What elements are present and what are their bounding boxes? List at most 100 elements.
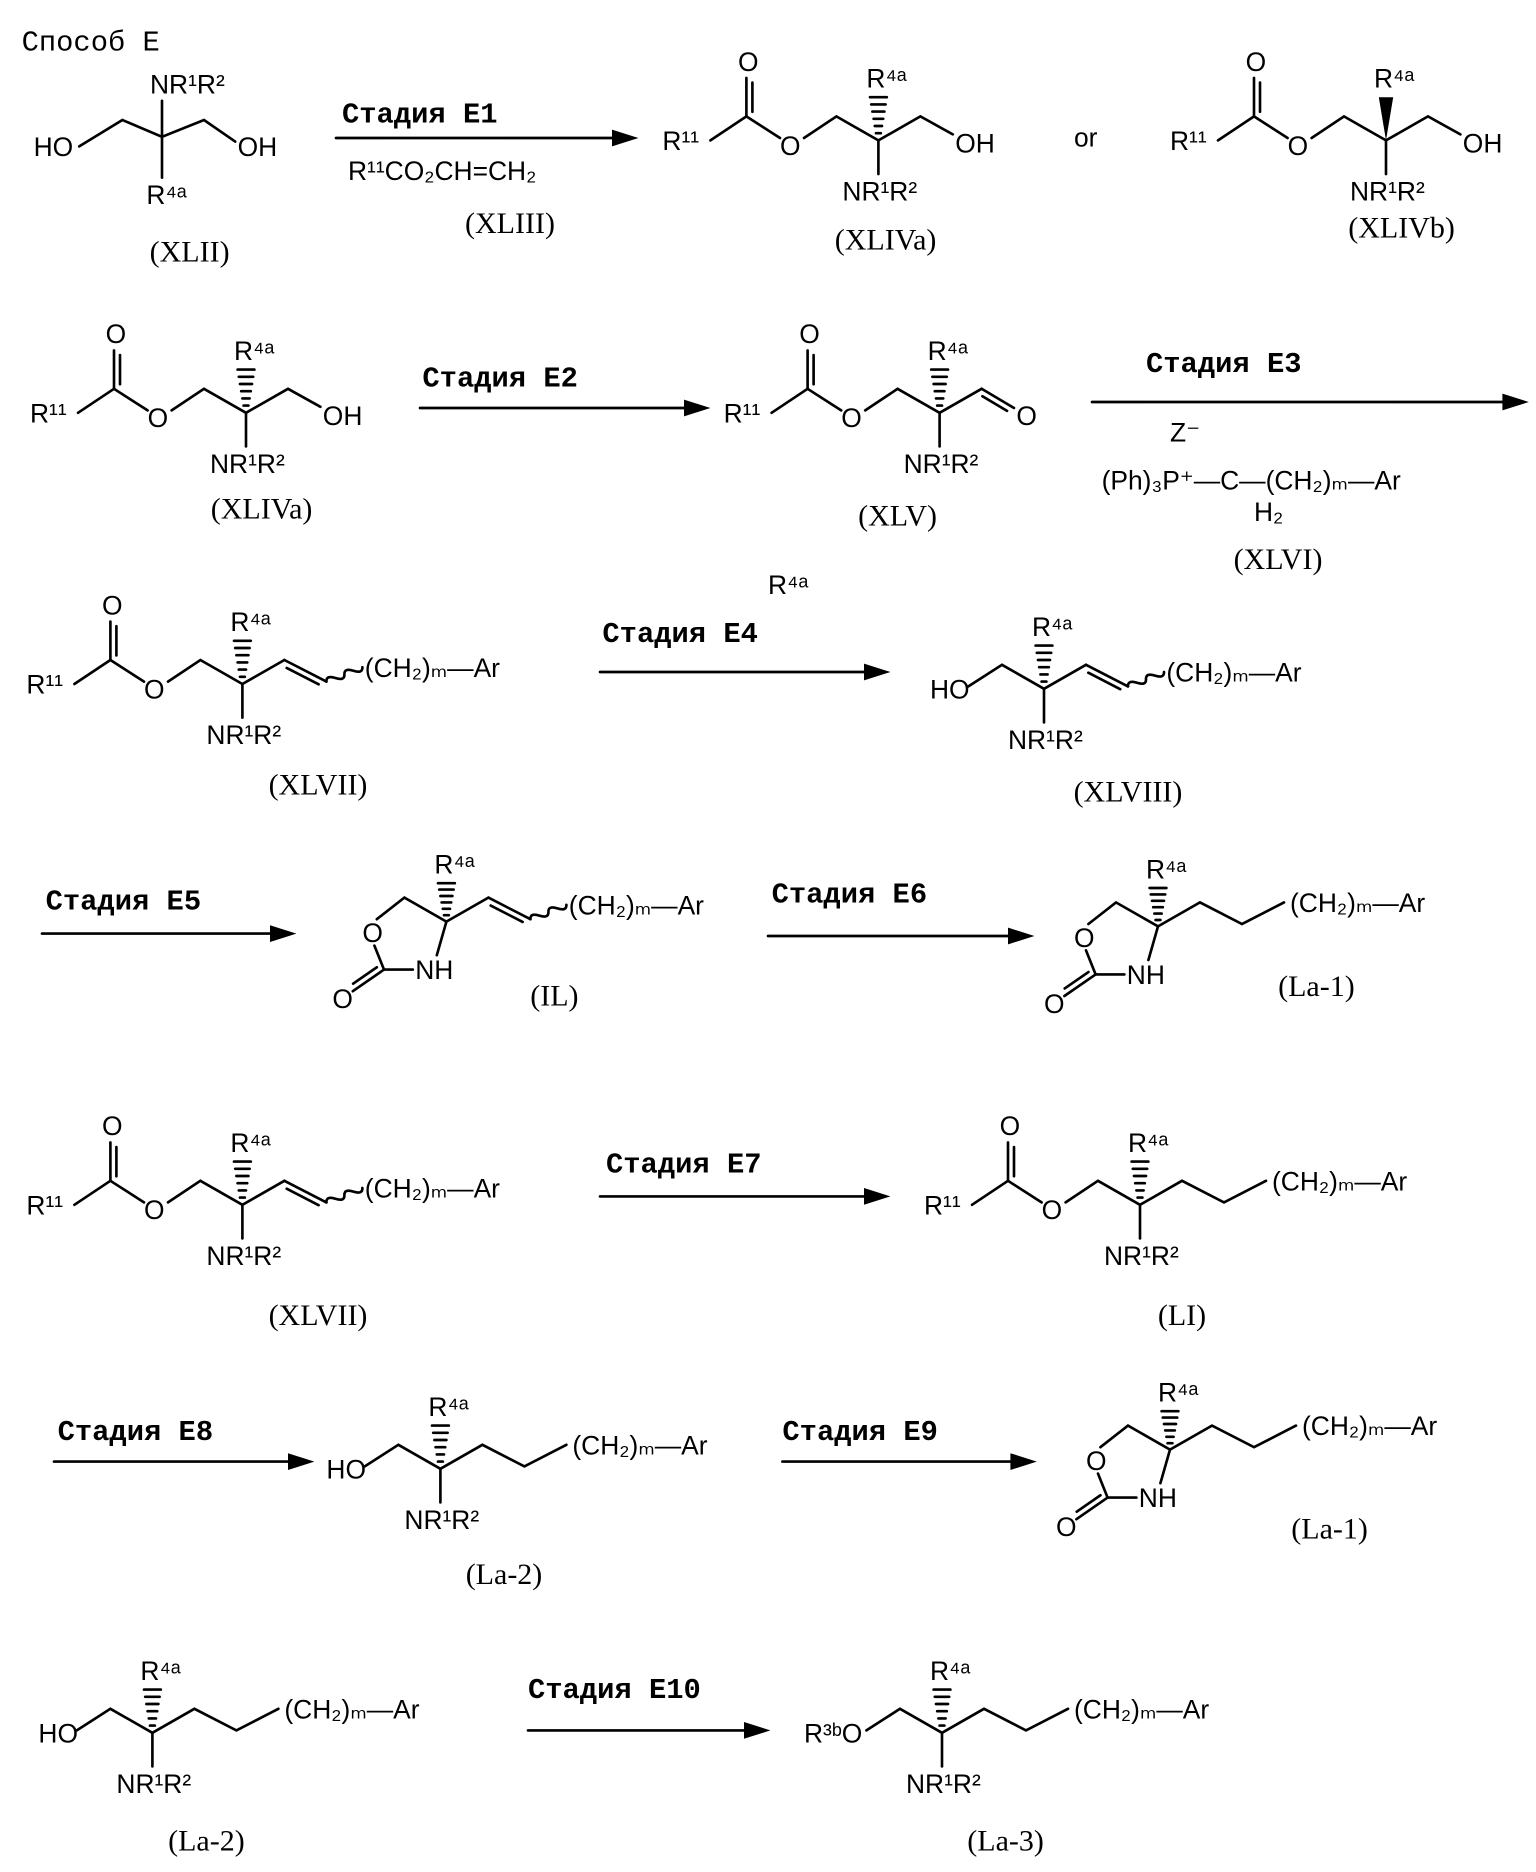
arrowhead	[1010, 1453, 1036, 1470]
arrowhead	[744, 1722, 770, 1739]
bond	[865, 389, 939, 413]
r4a-label: R⁴ᵃ	[234, 336, 274, 366]
carbonyl-oxygen: O	[1246, 47, 1267, 77]
r4a-label: R⁴ᵃ	[428, 1392, 468, 1422]
arrowhead	[270, 925, 296, 942]
double-bond	[982, 396, 1007, 411]
bond	[1100, 1426, 1170, 1450]
amine-label: NR¹R²	[206, 720, 281, 750]
compound-id: (La-2)	[168, 1824, 245, 1857]
chain-label: (CH₂)ₘ—Ar	[572, 1430, 707, 1460]
reagent-id: (XLVI)	[1234, 543, 1323, 576]
bond	[168, 660, 242, 684]
wavy-bond	[1128, 672, 1164, 686]
bond	[1008, 1181, 1042, 1203]
bond	[77, 1709, 153, 1733]
bond	[878, 116, 952, 140]
compound-id: (XLIVb)	[1348, 212, 1455, 245]
bond	[377, 898, 447, 922]
hydroxyl-label: HO	[38, 1718, 78, 1748]
atom-label: OH	[1463, 128, 1503, 158]
bond	[110, 660, 144, 682]
stage-note-label: R⁴ᵃ	[768, 570, 808, 600]
chain-label: (CH₂)ₘ—Ar	[284, 1694, 419, 1724]
carbonyl-oxygen: O	[1000, 1111, 1021, 1141]
r4a-label: R⁴ᵃ	[928, 336, 968, 366]
carbonyl-oxygen: O	[799, 319, 820, 349]
compound-id: (LI)	[1158, 1299, 1206, 1332]
bond	[772, 389, 808, 413]
chain-label: (CH₂)ₘ—Ar	[1290, 888, 1425, 918]
bond	[79, 120, 235, 146]
compound-id: (XLII)	[150, 236, 230, 269]
r4a-label: R⁴ᵃ	[1032, 612, 1072, 642]
carbonyl-oxygen: O	[102, 1111, 123, 1141]
stage-label-e10: Стадия E10	[528, 1674, 701, 1707]
bond	[1386, 116, 1460, 140]
wavy-bond	[530, 905, 566, 919]
bond	[1086, 950, 1096, 974]
r4a-label: R⁴ᵃ	[146, 180, 186, 210]
hydroxyl-label: HO	[930, 674, 970, 704]
bond	[804, 116, 878, 140]
bond	[172, 389, 246, 413]
atom-label: OH	[955, 128, 995, 158]
carbonyl-oxygen: O	[1044, 989, 1065, 1019]
compound-id: (XLIVa)	[211, 492, 313, 525]
solid-wedge-bond	[1379, 97, 1393, 140]
carbonyl-oxygen: O	[1056, 1512, 1077, 1542]
bond	[374, 946, 384, 970]
compound-id: (IL)	[530, 980, 578, 1013]
amine-label: NR¹R²	[842, 176, 917, 206]
compound-id: (XLIVa)	[835, 224, 937, 257]
compound-id: (XLVII)	[269, 1299, 368, 1332]
wavy-bond	[326, 1188, 362, 1202]
nh-label: NH	[415, 955, 453, 985]
ester-oxygen: O	[1042, 1195, 1063, 1225]
counterion-label: Z⁻	[1170, 418, 1200, 448]
amine-label: NR¹R²	[150, 70, 225, 100]
bond	[1088, 902, 1158, 926]
stage-label-e7: Стадия E7	[606, 1148, 762, 1181]
r4a-label: R⁴ᵃ	[434, 850, 474, 880]
stage-label-e6: Стадия E6	[772, 878, 928, 911]
r3b-ether-label: R³ᵇO	[804, 1718, 862, 1748]
r4a-label: R⁴ᵃ	[1374, 64, 1414, 94]
compound-id: (La-3)	[967, 1824, 1044, 1857]
bond	[1148, 926, 1158, 960]
r11-label: R¹¹	[26, 670, 63, 700]
ester-oxygen: O	[144, 674, 165, 704]
bond	[110, 1181, 144, 1203]
bond	[1158, 902, 1284, 926]
r4a-label: R⁴ᵃ	[230, 1128, 270, 1158]
bond	[1098, 1474, 1108, 1498]
ester-oxygen: O	[1288, 131, 1309, 161]
amine-label: NR¹R²	[116, 1769, 191, 1799]
reagent-label: R¹¹CO₂CH=CH₂	[348, 156, 536, 186]
carbonyl-oxygen: O	[102, 590, 123, 620]
bond	[1254, 116, 1288, 138]
r11-label: R¹¹	[30, 398, 67, 428]
bond	[242, 660, 284, 684]
reagent-id: (XLIII)	[465, 207, 555, 240]
amine-label: NR¹R²	[210, 449, 285, 479]
chain-label: (CH₂)ₘ—Ar	[365, 1174, 500, 1204]
bond	[866, 1709, 942, 1733]
compound-id: (La-2)	[466, 1558, 543, 1591]
bond	[74, 660, 110, 684]
bond	[746, 116, 780, 138]
h2-label: H₂	[1254, 497, 1283, 527]
r4a-label: R⁴ᵃ	[930, 1656, 970, 1686]
r4a-label: R⁴ᵃ	[866, 64, 906, 94]
bond	[152, 1709, 278, 1733]
nh-label: NH	[1127, 960, 1165, 990]
amine-label: NR¹R²	[904, 449, 979, 479]
amine-label: NR¹R²	[404, 1505, 479, 1535]
amine-label: NR¹R²	[206, 1241, 281, 1271]
amine-label: NR¹R²	[1104, 1241, 1179, 1271]
compound-id: (La-1)	[1291, 1512, 1368, 1545]
bond	[968, 665, 1044, 689]
stage-label-e8: Стадия E8	[58, 1416, 214, 1449]
arrowhead	[864, 664, 890, 681]
